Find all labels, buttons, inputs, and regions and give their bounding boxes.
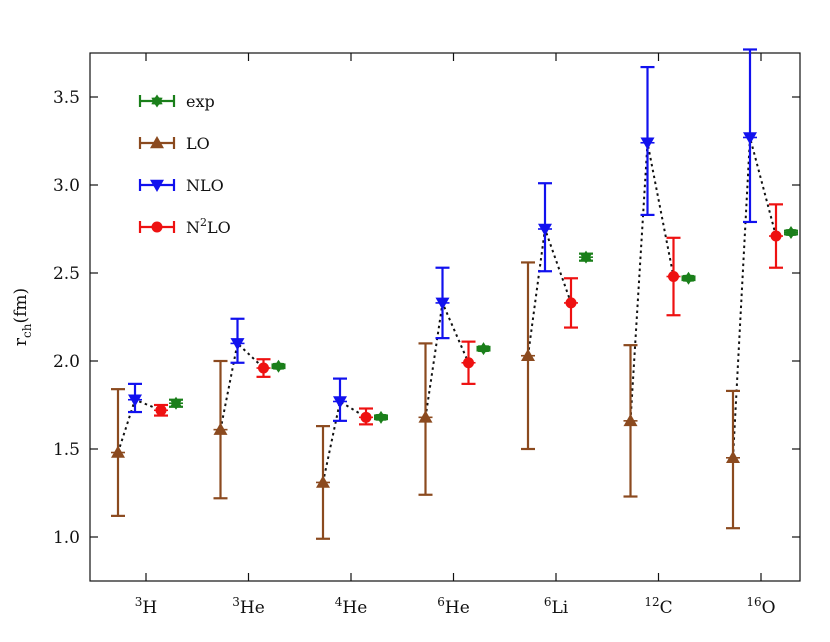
marker-star (682, 271, 695, 285)
x-tick-label-element: H (142, 598, 157, 618)
marker-triangle-up (213, 422, 228, 435)
y-tick-label: 2.0 (53, 352, 80, 372)
connecting-line (527, 228, 572, 356)
connecting-line (219, 341, 265, 430)
y-tick-label: 1.5 (53, 440, 80, 460)
marker-triangle-up (111, 445, 125, 458)
y-axis-label-unit: (fm) (11, 288, 31, 324)
y-axis: 1.0 1.5 2.0 2.5 3.0 3.5 (53, 88, 800, 548)
marker-triangle-down (538, 223, 552, 236)
marker-triangle-up (623, 413, 638, 427)
marker-triangle-down (230, 338, 245, 351)
connecting-line (629, 142, 675, 421)
marker-triangle-up (418, 410, 433, 423)
x-tick-label-mass: 4 (335, 595, 343, 609)
marker-triangle-up (150, 136, 164, 149)
x-tick-label-mass: 6 (437, 595, 445, 609)
marker-circle (463, 357, 474, 369)
marker-triangle-down (640, 137, 655, 150)
connecting-line (322, 399, 367, 483)
marker-circle (770, 230, 782, 242)
marker-star (580, 250, 592, 264)
marker-star (785, 226, 797, 240)
connecting-line (117, 398, 162, 453)
x-tick-label: 3He (232, 595, 265, 618)
x-tick-label-element: C (660, 598, 673, 618)
marker-triangle-up (316, 475, 330, 488)
connecting-line (424, 299, 470, 418)
plot-frame (89, 52, 801, 582)
marker-circle (565, 297, 577, 309)
y-tick-label: 3.5 (53, 88, 80, 108)
y-axis-label-sub: ch (20, 323, 34, 338)
legend-label-sup: 2 (200, 216, 207, 229)
x-tick-label-element: He (445, 598, 470, 618)
connecting-line (732, 137, 777, 458)
y-tick-label: 1.0 (53, 528, 80, 548)
marker-circle (668, 271, 679, 283)
legend-label-base: N (186, 218, 200, 237)
x-tick-label: 6Li (544, 595, 569, 618)
marker-triangle-up (521, 348, 535, 361)
x-tick-label: 4He (335, 595, 368, 618)
x-tick-label: 3H (135, 595, 157, 618)
legend-label-tail: LO (207, 218, 231, 237)
x-tick-label: 16O (746, 595, 775, 618)
data-markers (111, 132, 797, 488)
marker-triangle-down (128, 394, 142, 407)
marker-circle (258, 362, 269, 374)
x-tick-label-mass: 3 (135, 595, 143, 609)
x-tick-label: 12C (644, 595, 672, 618)
y-tick-label: 2.5 (53, 264, 80, 284)
x-tick-label-element: O (762, 598, 776, 618)
x-tick-label: 6He (437, 595, 470, 618)
y-tick-label: 3.0 (53, 176, 80, 196)
marker-star (151, 94, 163, 108)
x-tick-label-element: He (342, 598, 367, 618)
y-axis-label-main: r (11, 337, 31, 346)
marker-circle (155, 404, 167, 416)
legend-label: NLO (186, 176, 224, 195)
marker-triangle-up (726, 450, 740, 464)
marker-circle (151, 221, 163, 233)
x-tick-label-element: Li (551, 598, 568, 618)
marker-triangle-down (150, 179, 164, 192)
marker-star (170, 396, 182, 410)
x-tick-label-mass: 6 (544, 595, 552, 609)
marker-triangle-down (333, 396, 347, 409)
y-axis-label: rch(fm) (11, 288, 34, 346)
marker-star (477, 342, 490, 356)
x-tick-label-element: He (240, 598, 265, 618)
marker-triangle-down (743, 132, 757, 145)
x-tick-label-mass: 16 (746, 595, 761, 609)
legend-label: N2LO (186, 216, 231, 237)
marker-star (272, 359, 285, 373)
x-tick-label-mass: 12 (644, 595, 659, 609)
marker-circle (360, 411, 372, 423)
x-tick-label-mass: 3 (232, 595, 240, 609)
legend-label: exp (186, 92, 215, 111)
legend-label: LO (186, 134, 210, 153)
marker-star (375, 410, 387, 424)
error-bars (111, 48, 798, 540)
marker-triangle-down (435, 297, 450, 310)
